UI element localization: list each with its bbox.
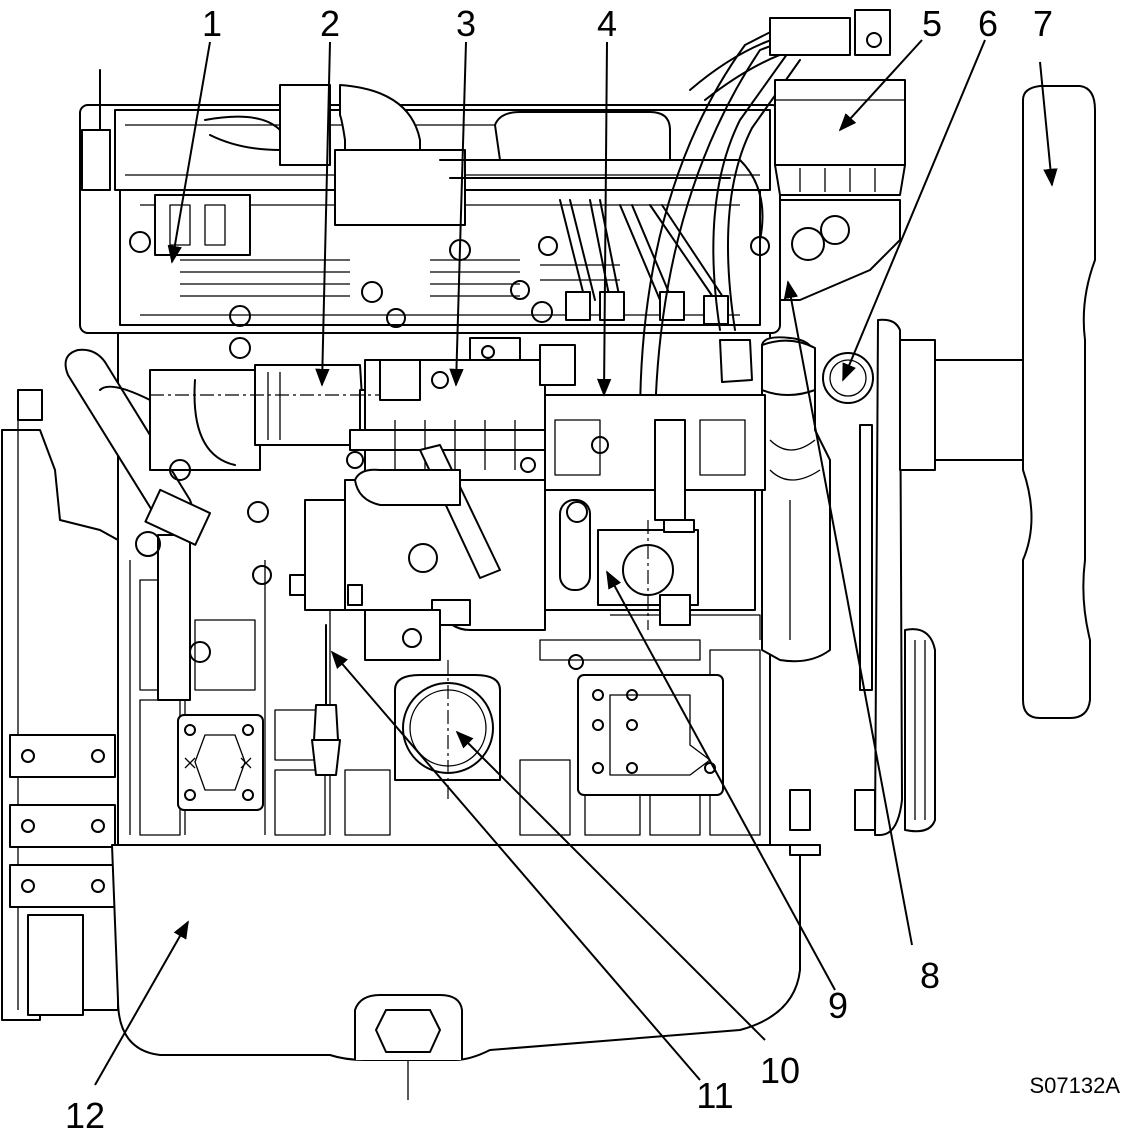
callout-8: 8 xyxy=(920,955,940,996)
figure-id: S07132A xyxy=(1029,1073,1120,1098)
callout-11: 11 xyxy=(696,1075,733,1116)
callout-6: 6 xyxy=(978,3,998,44)
callout-1: 1 xyxy=(202,3,222,44)
callout-2: 2 xyxy=(320,3,340,44)
fan-and-pulleys xyxy=(822,85,1096,836)
water-pump xyxy=(761,336,876,831)
intake-and-fuel-lines xyxy=(204,9,891,421)
leader-lines xyxy=(94,39,1058,1086)
callout-10: 10 xyxy=(760,1050,800,1091)
callout-5: 5 xyxy=(922,3,942,44)
callout-3: 3 xyxy=(456,3,476,44)
fuel-filter xyxy=(774,79,906,301)
callout-7: 7 xyxy=(1033,3,1053,44)
callouts: 1 2 3 4 5 6 7 8 9 10 11 12 S07132A xyxy=(65,3,1120,1136)
left-frame xyxy=(1,389,119,1021)
callout-9: 9 xyxy=(828,985,848,1026)
injection-pump xyxy=(150,337,766,800)
callout-4: 4 xyxy=(597,3,617,44)
oil-pan xyxy=(111,844,821,1100)
callout-12: 12 xyxy=(65,1095,105,1136)
